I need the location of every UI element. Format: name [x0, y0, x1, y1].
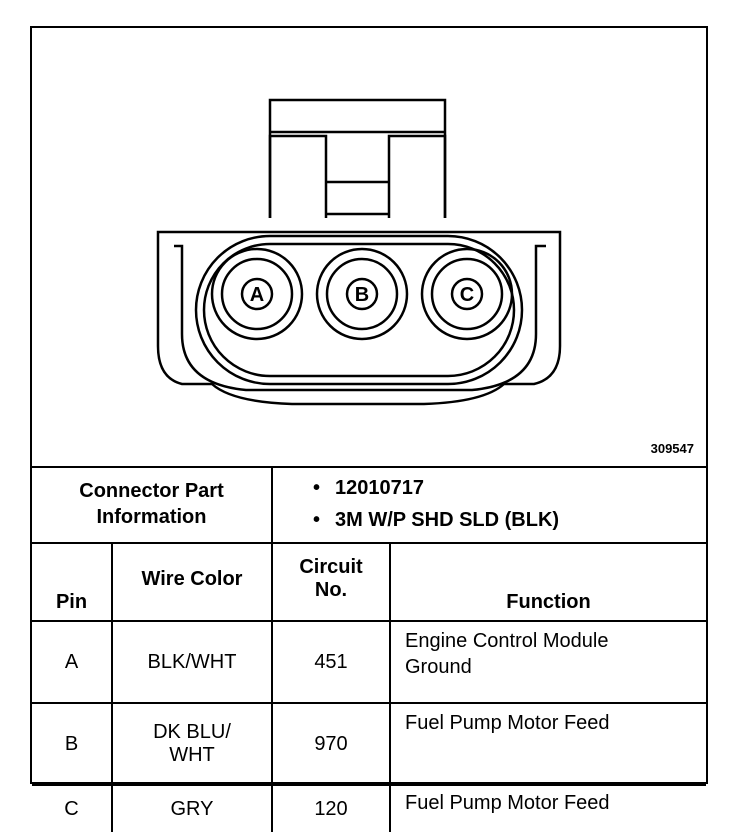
header-pin: Pin [32, 542, 113, 622]
pin-label-b: B [355, 284, 369, 306]
cell-pin: B [32, 702, 113, 786]
table-row: A BLK/WHT 451 Engine Control Module Grou… [32, 620, 707, 704]
cell-function: Engine Control Module Ground [388, 620, 707, 704]
connector-info-row: Connector Part Information •12010717 •3M… [32, 466, 707, 544]
cell-wire-color: GRY [111, 784, 273, 832]
cell-pin: C [32, 784, 113, 832]
connector-part-number: •12010717 [313, 477, 424, 499]
connector-drawing: A B C [156, 98, 562, 406]
connector-table: Connector Part Information •12010717 •3M… [32, 466, 707, 832]
connector-diagram: A B C 309547 [32, 28, 706, 468]
pin-label-c: C [460, 284, 474, 306]
connector-page-frame: A B C 309547 Connector Part Information … [30, 26, 708, 832]
header-circuit-no: Circuit No. [271, 542, 391, 622]
connector-info-list: •12010717 •3M W/P SHD SLD (BLK) [270, 466, 707, 544]
header-wire-color: Wire Color [111, 542, 273, 622]
pin-label-a: A [250, 284, 264, 306]
table-header-row: Pin Wire Color Circuit No. Function [32, 542, 707, 622]
cell-function: Fuel Pump Motor Feed [388, 702, 707, 786]
connector-shell [156, 230, 562, 406]
cell-circuit: 970 [271, 702, 391, 786]
connector-latch [268, 98, 447, 218]
connector-info-label: Connector Part Information [32, 466, 273, 544]
connector-face [194, 234, 524, 386]
cell-circuit: 120 [271, 784, 391, 832]
figure-reference-number: 309547 [650, 441, 694, 456]
table-row: C GRY 120 Fuel Pump Motor Feed [32, 784, 707, 832]
cell-wire-color: BLK/WHT [111, 620, 273, 704]
cell-pin: A [32, 620, 113, 704]
connector-description: •3M W/P SHD SLD (BLK) [313, 509, 560, 531]
cell-wire-color: DK BLU/ WHT [111, 702, 273, 786]
table-row: B DK BLU/ WHT 970 Fuel Pump Motor Feed [32, 702, 707, 786]
cell-circuit: 451 [271, 620, 391, 704]
cell-function: Fuel Pump Motor Feed [388, 784, 707, 832]
header-function: Function [388, 542, 707, 622]
